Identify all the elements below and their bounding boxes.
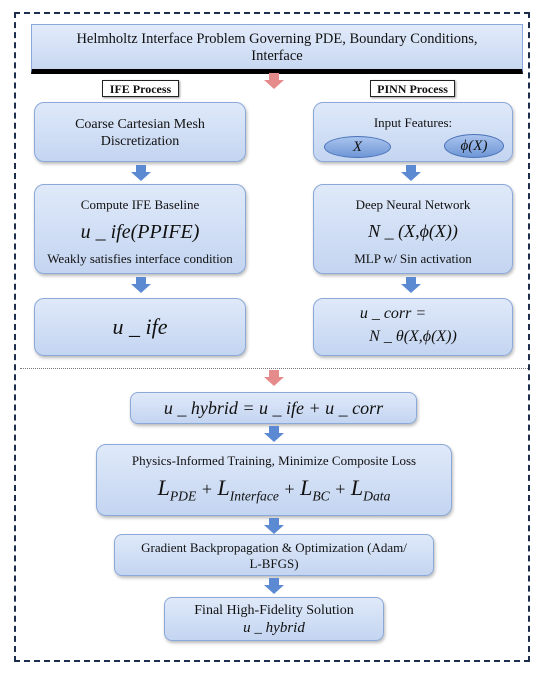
corr-line2: N _ θ(X,ϕ(X)) xyxy=(369,328,457,345)
plus-3: + xyxy=(335,479,346,499)
mesh-line1: Coarse Cartesian Mesh xyxy=(75,117,205,132)
network-title: Deep Neural Network xyxy=(355,197,471,212)
header-line1: Helmholtz Interface Problem Governing PD… xyxy=(76,31,478,47)
network-formula: N _ (X,ϕ(X)) xyxy=(368,221,458,241)
input-x-pill: X xyxy=(324,136,391,158)
input-features-box: Input Features: X ϕ(X) xyxy=(313,102,513,162)
mesh-line2: Discretization xyxy=(100,134,180,149)
loss-data: LData xyxy=(350,475,391,504)
optim-line1: Gradient Backpropagation & Optimization … xyxy=(141,540,407,555)
baseline-note: Weakly satisfies interface condition xyxy=(47,251,233,266)
optim-line2: L-BFGS) xyxy=(249,556,299,571)
input-phi-pill: ϕ(X) xyxy=(444,134,504,158)
composite-loss: LPDE + LInterface + LBC + LData xyxy=(97,475,451,504)
header-line2: Interface xyxy=(251,48,303,64)
ife-baseline-box: Compute IFE Baseline u _ ife(PPIFE) Weak… xyxy=(34,184,246,274)
corr-box: u _ corr = N _ θ(X,ϕ(X)) xyxy=(313,298,513,356)
final-title: Final High-Fidelity Solution xyxy=(194,603,354,618)
corr-line1: u _ corr = xyxy=(359,305,427,322)
loss-pde: LPDE xyxy=(157,475,197,504)
section-separator xyxy=(20,368,528,369)
baseline-title: Compute IFE Baseline xyxy=(80,197,200,212)
plus-1: + xyxy=(201,479,212,499)
ife-result-formula: u _ ife xyxy=(112,314,168,339)
input-features-title: Input Features: xyxy=(373,115,453,130)
loss-bc: LBC xyxy=(300,475,330,504)
baseline-formula: u _ ife(PPIFE) xyxy=(80,221,200,243)
optimization-box: Gradient Backpropagation & Optimization … xyxy=(114,534,434,576)
hybrid-box: u _ hybrid = u _ ife + u _ corr xyxy=(130,392,417,424)
pinn-process-tag: PINN Process xyxy=(370,80,455,97)
mesh-box: Coarse Cartesian Mesh Discretization xyxy=(34,102,246,162)
loss-interface: LInterface xyxy=(217,475,279,504)
training-box: Physics-Informed Training, Minimize Comp… xyxy=(96,444,452,516)
problem-header: Helmholtz Interface Problem Governing PD… xyxy=(31,24,523,74)
network-note: MLP w/ Sin activation xyxy=(354,251,472,266)
ife-result-box: u _ ife xyxy=(34,298,246,356)
neural-network-box: Deep Neural Network N _ (X,ϕ(X)) MLP w/ … xyxy=(313,184,513,274)
final-formula: u _ hybrid xyxy=(243,620,305,636)
training-title: Physics-Informed Training, Minimize Comp… xyxy=(131,453,417,468)
outer-frame xyxy=(14,12,530,662)
final-solution-box: Final High-Fidelity Solution u _ hybrid xyxy=(164,597,384,641)
ife-process-tag: IFE Process xyxy=(102,80,179,97)
plus-2: + xyxy=(284,479,295,499)
hybrid-formula: u _ hybrid = u _ ife + u _ corr xyxy=(163,398,384,418)
